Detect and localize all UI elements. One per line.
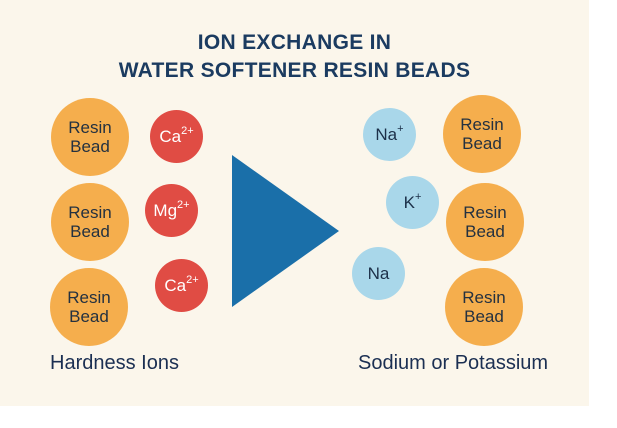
bead-label-line: Resin — [462, 288, 506, 307]
exchange-arrow — [232, 155, 339, 312]
soft-ion-k: K+ — [386, 176, 439, 229]
bead-label-line: Resin — [68, 118, 112, 137]
right-arrow-icon — [232, 155, 339, 307]
page-title: ION EXCHANGE IN WATER SOFTENER RESIN BEA… — [0, 29, 589, 85]
resin-bead-right-1: Resin Bead — [443, 95, 521, 173]
bead-label-line: Resin — [460, 115, 504, 134]
infographic-panel: ION EXCHANGE IN WATER SOFTENER RESIN BEA… — [0, 0, 589, 406]
ion-symbol: Ca — [159, 126, 182, 146]
right-arrow-triangle — [232, 155, 339, 307]
bead-label-line: Resin — [68, 203, 112, 222]
sodium-potassium-label: Sodium or Potassium — [358, 352, 549, 374]
ion-charge: 2+ — [186, 273, 199, 286]
resin-bead-left-2: Resin Bead — [51, 183, 129, 261]
bead-label-line: Resin — [67, 288, 111, 307]
resin-bead-left-1: Resin Bead — [51, 98, 129, 176]
bead-label-line: Bead — [70, 137, 110, 156]
ion-symbol: Na — [375, 124, 398, 144]
ion-charge: + — [397, 122, 404, 135]
bead-label-line: Resin — [463, 203, 507, 222]
ion-symbol: Ca — [164, 275, 187, 295]
bead-label-line: Bead — [465, 222, 505, 241]
ion-charge: 2+ — [181, 124, 194, 137]
ion-symbol: K — [403, 192, 415, 212]
bead-label-line: Bead — [462, 134, 502, 153]
ion-charge: 2+ — [177, 198, 190, 211]
title-line-1: ION EXCHANGE IN — [197, 31, 392, 54]
soft-ion-na-1: Na+ — [363, 108, 416, 161]
ion-charge: + — [414, 190, 422, 203]
resin-bead-left-3: Resin Bead — [50, 268, 128, 346]
bead-label-line: Bead — [464, 307, 504, 326]
ion-symbol: Na — [367, 263, 390, 283]
resin-bead-right-3: Resin Bead — [445, 268, 523, 346]
ion-symbol: Mg — [153, 200, 178, 220]
soft-ion-na-2: Na — [352, 247, 405, 300]
resin-bead-right-2: Resin Bead — [446, 183, 524, 261]
bead-label-line: Bead — [70, 222, 110, 241]
hardness-ions-label: Hardness Ions — [50, 352, 179, 374]
title-line-2: WATER SOFTENER RESIN BEADS — [118, 59, 471, 82]
bead-label-line: Bead — [69, 307, 109, 326]
